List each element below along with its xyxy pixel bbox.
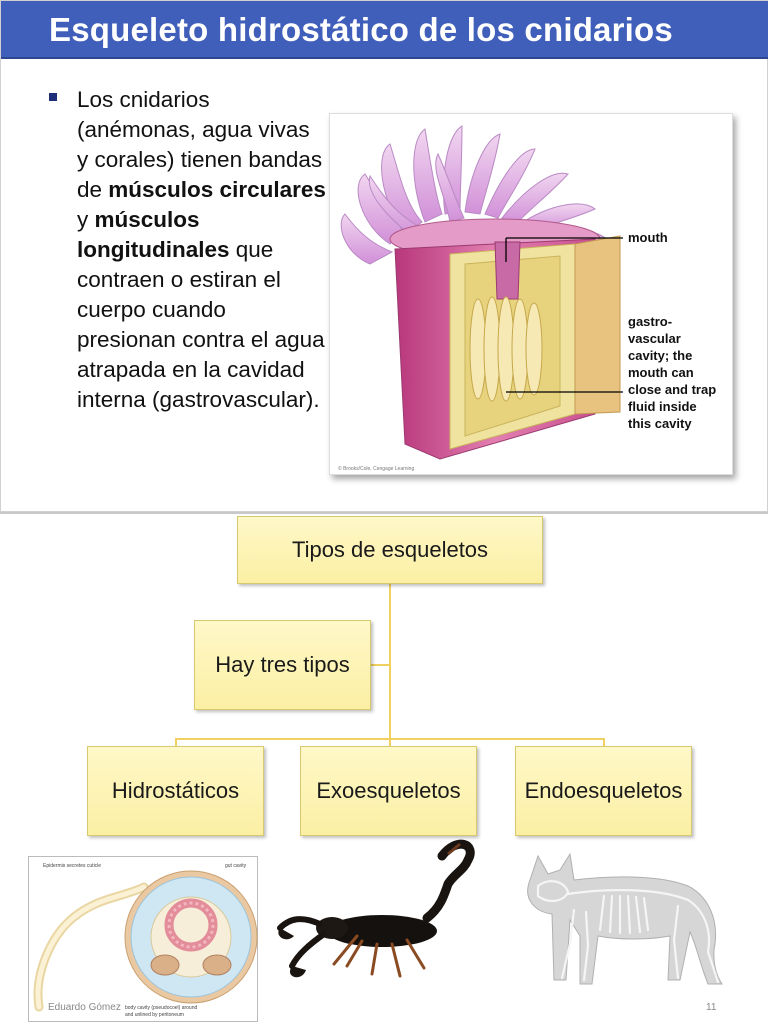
title-bar: Esqueleto hidrostático de los cnidarios: [1, 1, 768, 59]
connector-assistant: [370, 664, 390, 666]
node-endoesqueletos: Endoesqueletos: [515, 746, 692, 836]
worm-figure: Epidermis secretes cuticle gut cavity bo…: [28, 856, 258, 1022]
label-cavity-6: fluid inside: [628, 399, 697, 414]
footer-author: Eduardo Gómez: [48, 1002, 121, 1013]
bullet-square-icon: [49, 93, 57, 101]
anemone-illustration: mouth gastro- vascular cavity; the mouth…: [338, 125, 716, 472]
worm-label-epidermis: Epidermis secretes cuticle: [43, 863, 101, 869]
figure-credit: © Brooks/Cole, Cengage Learning: [338, 465, 414, 472]
bullet-text-3: que contraen o estiran el cuerpo cuando …: [77, 237, 325, 412]
label-mouth: mouth: [628, 230, 668, 245]
node-hidrostaticos: Hidrostáticos: [87, 746, 264, 836]
bullet-text-1: Los cnidarios (anémonas, agua vivas y co…: [77, 87, 323, 202]
worm-label-gut: gut cavity: [225, 863, 247, 869]
bullet-bold-2: músculos longitudinales: [77, 207, 230, 262]
bullet-paragraph: Los cnidarios (anémonas, agua vivas y co…: [77, 85, 327, 415]
slide-title: Esqueleto hidrostático de los cnidarios: [49, 11, 673, 48]
bullet-text-2: y: [77, 207, 95, 232]
connector-root-vertical: [389, 584, 391, 740]
node-exoesqueletos: Exoesqueletos: [300, 746, 477, 836]
label-cavity-1: gastro-: [628, 314, 672, 329]
label-cavity-7: this cavity: [628, 416, 692, 431]
anemone-figure: mouth gastro- vascular cavity; the mouth…: [329, 113, 733, 475]
page-number: 11: [706, 1002, 717, 1013]
slide-2: Tipos de esqueletos Hay tres tipos Hidro…: [0, 512, 768, 1024]
label-cavity-5: close and trap: [628, 382, 716, 397]
scorpion-image: [277, 839, 475, 978]
node-assistant: Hay tres tipos: [194, 620, 371, 710]
bullet-bold-1: músculos circulares: [108, 177, 326, 202]
connector-left: [175, 738, 177, 746]
worm-illustration: Epidermis secretes cuticle gut cavity bo…: [33, 863, 258, 1018]
worm-label-body-2: and unlined by peritoneum: [125, 1012, 184, 1018]
label-cavity-2: vascular: [628, 331, 681, 346]
label-cavity-3: cavity; the: [628, 348, 692, 363]
cat-skeleton-image: [527, 852, 723, 985]
label-cavity-4: mouth can: [628, 365, 694, 380]
connector-center: [389, 738, 391, 746]
connector-right: [603, 738, 605, 746]
worm-label-body-1: body cavity (pseudocoel) around: [125, 1005, 197, 1011]
slide-1: Esqueleto hidrostático de los cnidarios …: [0, 0, 768, 512]
node-root: Tipos de esqueletos: [237, 516, 543, 584]
